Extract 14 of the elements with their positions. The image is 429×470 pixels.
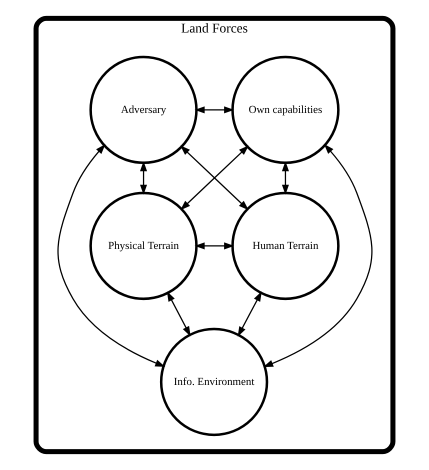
arrow [194, 242, 234, 250]
node-circle: Adversary [89, 56, 198, 164]
node-circle: Own capabilities [231, 56, 340, 164]
node-circle: Human Terrain [231, 192, 340, 300]
arrow [166, 291, 191, 336]
arrow [57, 144, 166, 367]
arrow [180, 145, 249, 210]
arrow [140, 161, 148, 195]
arrow [263, 144, 372, 368]
node-circle: Info. Environment [160, 328, 268, 436]
arrow [238, 291, 262, 337]
node-circle: Physical Terrain [89, 192, 198, 300]
arrow [282, 161, 289, 195]
arrow [194, 106, 234, 114]
